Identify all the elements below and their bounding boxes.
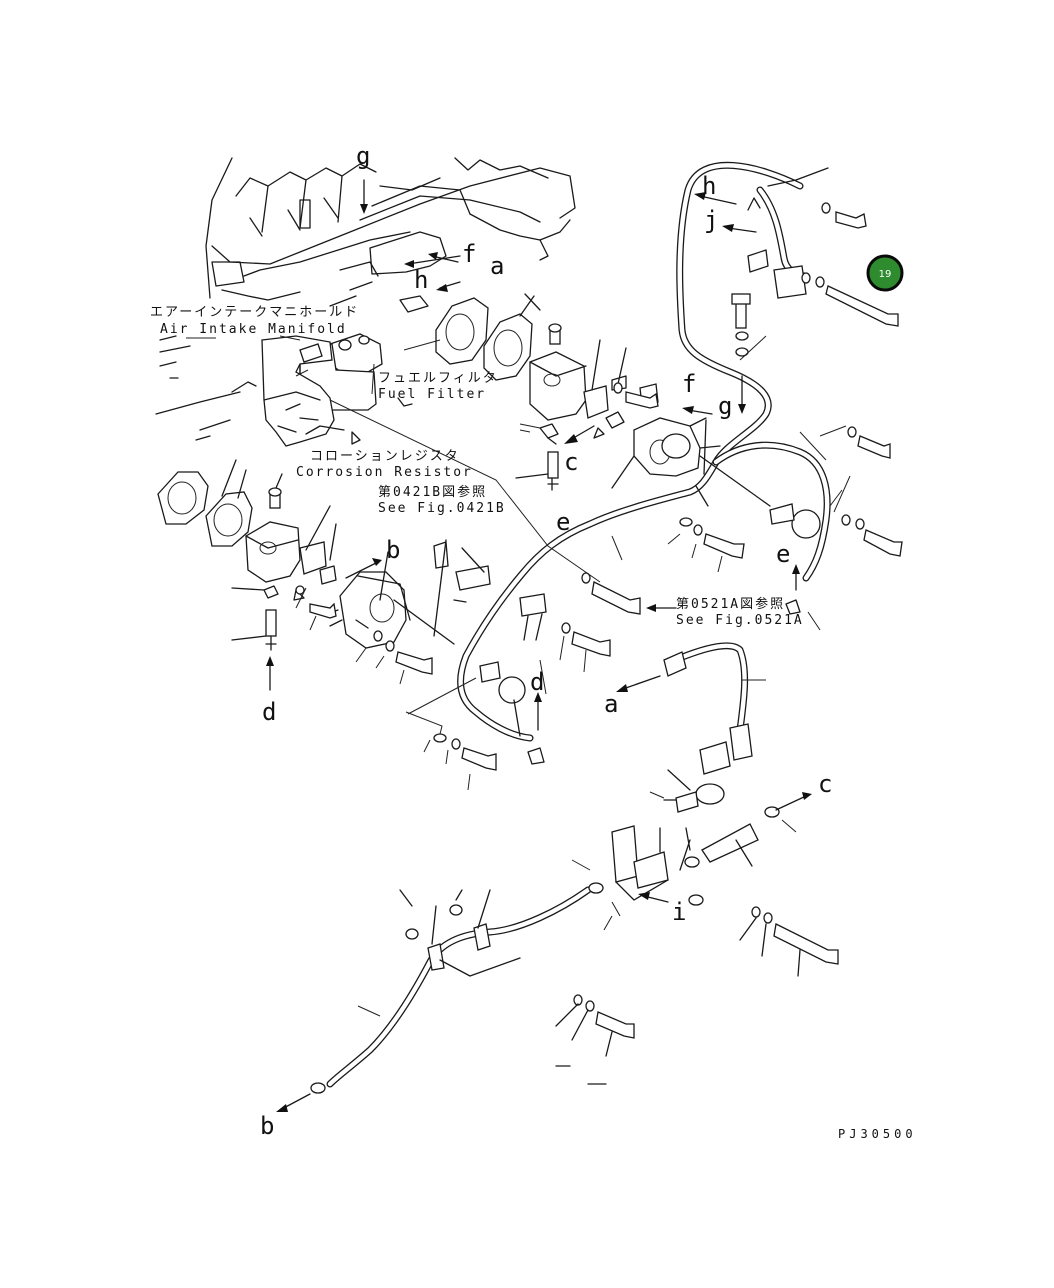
letter-g-right: g (718, 392, 732, 420)
ref-0521a-label-jp: 第0521A図参照 (676, 596, 785, 612)
sensor-left (231, 587, 277, 651)
letter-f-top: f (462, 240, 476, 268)
fuel-pipe-lower (310, 882, 604, 1094)
fuel-tube-right (663, 642, 753, 813)
corrosion-resistor-drawing (261, 335, 361, 447)
ref-0421b-label-en: See Fig.0421B (378, 501, 506, 516)
gasket-group-upper (435, 293, 659, 439)
callout-19[interactable]: 19 (866, 254, 904, 292)
letter-a-mid: a (604, 690, 618, 718)
letter-a-top: a (490, 252, 504, 280)
air-intake-manifold-label-en: Air Intake Manifold (160, 322, 347, 337)
letter-h-top: h (414, 266, 428, 294)
corrosion-resistor-label-en: Corrosion Resistor (296, 465, 473, 480)
gasket-group-left (157, 459, 337, 601)
clamp-bracket-lower (611, 806, 780, 906)
drawing-code: PJ30500 (838, 1127, 917, 1141)
sensor-right (699, 455, 821, 615)
letter-g-top: g (356, 142, 370, 170)
wire-harness (457, 161, 831, 742)
bolts-washers (295, 202, 903, 771)
pump-housing-mid (611, 417, 721, 489)
letter-f-right: f (682, 370, 696, 398)
clamp-middle (433, 539, 547, 641)
sensor-upper (515, 423, 559, 491)
ref-0421b-label-jp: 第0421B図参照 (378, 484, 487, 500)
letter-b-lower: b (260, 1112, 274, 1140)
letter-b-mid: b (386, 536, 400, 564)
letter-c-mid: c (564, 448, 578, 476)
corrosion-resistor-label-jp: コローションレジスタ (310, 449, 460, 464)
fuel-filter-label-en: Fuel Filter (378, 387, 486, 402)
direction-arrows (266, 177, 812, 1112)
engine-block-drawing (155, 157, 576, 441)
letter-d-mid: d (530, 668, 544, 696)
letter-i-lower: i (672, 898, 686, 926)
letter-j-right: j (704, 206, 718, 234)
bolts-lower (555, 906, 839, 1085)
fuel-filter-label-jp: フュエルフィルタ (378, 371, 498, 386)
leader-lines (186, 335, 851, 1017)
letter-e-right: e (776, 540, 790, 568)
callout-number: 19 (879, 269, 892, 280)
sensor-harness-end (479, 661, 545, 765)
letter-h-right: h (702, 172, 716, 200)
letter-e-mid: e (556, 508, 570, 536)
air-intake-manifold-label-jp: エアーインテークマニホールド (150, 305, 359, 320)
ref-0521a-label-en: See Fig.0521A (676, 613, 804, 628)
pump-housing-left (325, 551, 455, 649)
letter-c-lower: c (818, 770, 832, 798)
letter-d-left: d (262, 698, 276, 726)
